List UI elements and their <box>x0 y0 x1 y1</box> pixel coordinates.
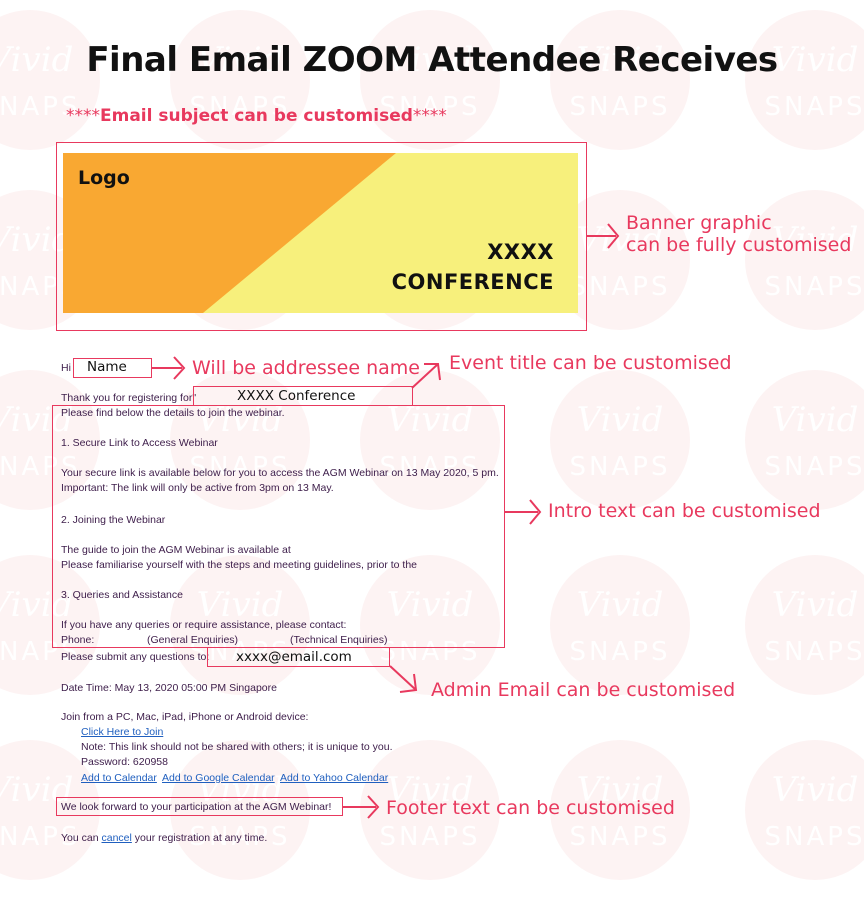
banner-logo: Logo <box>78 167 130 189</box>
arrow-right-icon <box>152 356 186 380</box>
admin-email-annotation: Admin Email can be customised <box>431 679 736 701</box>
intro-heading-secure-link: 1. Secure Link to Access Webinar <box>61 437 218 449</box>
arrow-right-icon <box>504 499 542 525</box>
intro-line: Please familiarise yourself with the ste… <box>61 559 418 571</box>
admin-email-highlight-box <box>207 647 390 667</box>
intro-line: The guide to join the AGM Webinar is ava… <box>61 544 291 556</box>
phone-label: Phone: <box>61 634 95 646</box>
subject-note-suffix: **** <box>412 106 447 126</box>
greeting-label: Hi <box>61 362 71 374</box>
cancel-registration-text: You can cancel your registration at any … <box>61 832 267 844</box>
arrow-right-icon <box>586 223 620 249</box>
banner-conference-title: XXXX CONFERENCE <box>392 237 554 297</box>
banner-diagonal-shape <box>63 153 396 313</box>
subject-note-text: Email subject can be customised <box>100 106 413 126</box>
intro-line: Important: The link will only be active … <box>61 482 334 494</box>
intro-heading-joining: 2. Joining the Webinar <box>61 514 166 526</box>
arrow-up-right-icon <box>411 363 441 389</box>
add-to-calendar-link[interactable]: Add to Calendar <box>81 772 157 784</box>
footer-annotation: Footer text can be customised <box>386 797 675 819</box>
intro-line: Your secure link is available below for … <box>61 467 499 479</box>
intro-line: If you have any queries or require assis… <box>61 619 347 631</box>
add-to-yahoo-calendar-link[interactable]: Add to Yahoo Calendar <box>280 772 389 784</box>
join-from-devices: Join from a PC, Mac, iPad, iPhone or And… <box>61 711 309 723</box>
banner-annotation: Banner graphic can be fully customised <box>626 212 851 256</box>
phone-technical-enquiries: (Technical Enquiries) <box>290 634 388 646</box>
cancel-suffix: your registration at any time. <box>134 832 268 844</box>
subject-note: ****Email subject can be customised**** <box>66 106 447 126</box>
event-title-annotation: Event title can be customised <box>449 352 732 374</box>
banner-graphic: Logo XXXX CONFERENCE <box>63 153 578 313</box>
admin-email-value: xxxx@email.com <box>236 649 352 665</box>
addressee-annotation: Will be addressee name <box>192 357 420 379</box>
banner-annotation-line2: can be fully customised <box>626 234 852 256</box>
intro-line: Please find below the details to join th… <box>61 407 285 419</box>
intro-annotation: Intro text can be customised <box>548 500 821 522</box>
thank-you-label: Thank you for registering for <box>61 392 193 404</box>
date-time: Date Time: May 13, 2020 05:00 PM Singapo… <box>61 682 277 694</box>
click-here-to-join-link[interactable]: Click Here to Join <box>81 726 164 738</box>
password: Password: 620958 <box>81 756 168 768</box>
banner-title-line2: CONFERENCE <box>391 270 554 294</box>
intro-heading-queries: 3. Queries and Assistance <box>61 589 183 601</box>
page-title: Final Email ZOOM Attendee Receives <box>86 40 778 80</box>
link-note: Note: This link should not be shared wit… <box>81 741 393 753</box>
quote-mark: " <box>192 392 197 404</box>
arrow-down-right-icon <box>389 665 418 693</box>
addressee-name-placeholder: Name <box>87 359 127 375</box>
questions-label: Please submit any questions to: <box>61 651 210 663</box>
thank-you-text: Thank you for registering for" <box>61 392 196 404</box>
banner-annotation-line1: Banner graphic <box>626 212 772 234</box>
footer-text: We look forward to your participation at… <box>61 801 332 813</box>
banner-title-line1: XXXX <box>487 240 554 264</box>
add-to-google-calendar-link[interactable]: Add to Google Calendar <box>162 772 275 784</box>
name-highlight-box <box>73 358 152 378</box>
event-title-value: XXXX Conference <box>237 388 356 404</box>
arrow-right-icon <box>342 795 380 819</box>
phone-general-enquiries: (General Enquiries) <box>147 634 239 646</box>
cancel-prefix: You can <box>61 832 99 844</box>
subject-note-prefix: **** <box>66 106 100 126</box>
cancel-link[interactable]: cancel <box>101 832 132 844</box>
